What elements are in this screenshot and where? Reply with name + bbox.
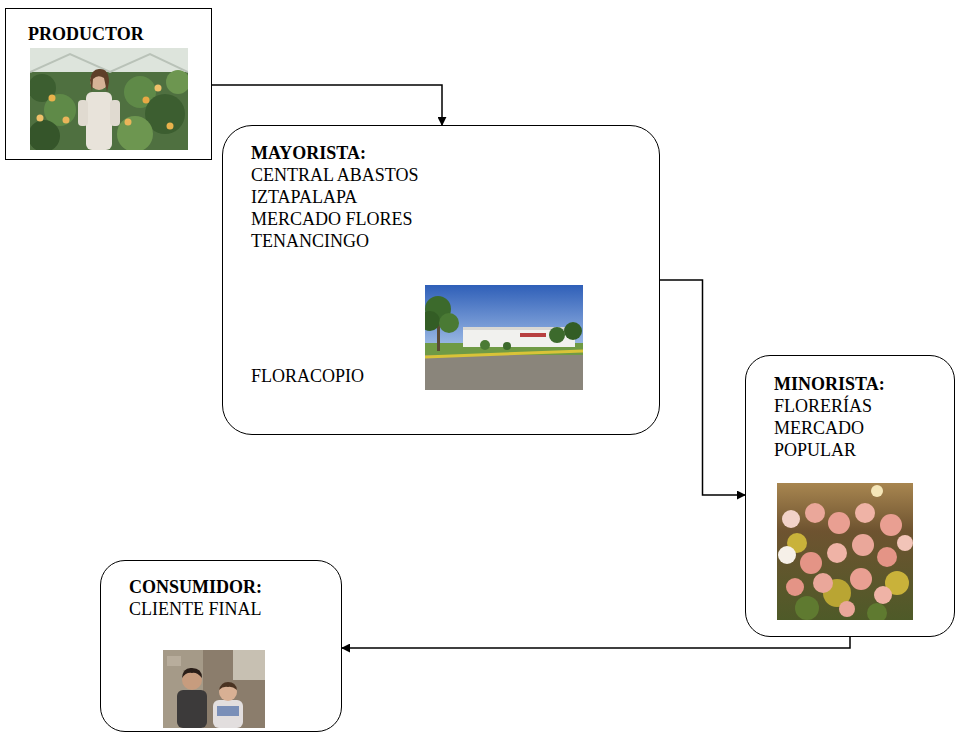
flow-arrow — [660, 280, 745, 495]
node-text: MERCADO FLORES TENANCINGO — [251, 208, 451, 252]
photo-shape — [233, 650, 265, 680]
customer-photo — [163, 650, 265, 728]
photo-shape — [182, 668, 202, 678]
node-heading: CONSUMIDOR: — [129, 576, 341, 598]
photo-shape — [219, 682, 237, 690]
flow-arrow — [212, 85, 442, 125]
photo-shape — [425, 355, 583, 390]
photo-shape — [90, 69, 109, 92]
photo-shape — [880, 514, 902, 536]
photo-shape — [167, 656, 181, 666]
node-heading: MAYORISTA: — [251, 142, 659, 164]
photo-shape — [63, 117, 70, 124]
node-text: FLORACOPIO — [251, 365, 659, 387]
photo-shape — [143, 97, 150, 104]
photo-shape — [155, 85, 162, 92]
node-text: CENTRAL ABASTOS IZTAPALAPA — [251, 164, 451, 208]
node-text: CLIENTE FINAL — [129, 598, 341, 620]
photo-shape — [78, 100, 88, 126]
photo-shape — [871, 485, 883, 497]
wholesaler-box: MAYORISTA:CENTRAL ABASTOS IZTAPALAPAMERC… — [222, 125, 660, 435]
photo-shape — [805, 503, 825, 523]
photo-shape — [828, 512, 850, 534]
photo-shape — [167, 123, 174, 130]
node-heading: PRODUCTOR — [28, 23, 211, 45]
photo-shape — [800, 552, 822, 574]
photo-shape — [30, 120, 60, 150]
photo-shape — [839, 601, 855, 617]
photo-shape — [782, 510, 800, 528]
photo-shape — [827, 543, 847, 563]
photo-shape — [117, 116, 153, 150]
photo-shape — [867, 603, 887, 620]
photo-shape — [425, 351, 583, 357]
producer-box: PRODUCTOR — [5, 8, 212, 160]
photo-shape — [177, 690, 207, 728]
photo-shape — [213, 700, 243, 728]
photo-shape — [30, 54, 188, 72]
photo-shape — [425, 311, 440, 331]
retailer-box: MINORISTA:FLORERÍAS MERCADO POPULAR — [745, 355, 955, 637]
photo-shape — [850, 568, 872, 590]
photo-shape — [503, 342, 511, 350]
photo-shape — [855, 503, 875, 523]
photo-shape — [549, 327, 565, 343]
photo-shape — [30, 74, 56, 102]
photo-shape — [852, 534, 874, 556]
photo-shape — [49, 95, 56, 102]
photo-shape — [37, 115, 44, 122]
photo-shape — [163, 650, 265, 728]
market-photo — [425, 285, 583, 390]
node-text: FLORERÍAS MERCADO POPULAR — [774, 395, 899, 461]
node-heading: MINORISTA: — [774, 373, 954, 395]
consumer-box: CONSUMIDOR:CLIENTE FINAL — [100, 560, 342, 732]
photo-shape — [219, 683, 237, 701]
photo-shape — [778, 546, 796, 564]
producer-photo — [30, 48, 188, 150]
photo-shape — [520, 333, 546, 337]
photo-shape — [777, 483, 913, 620]
photo-shape — [86, 92, 112, 150]
photo-shape — [217, 706, 239, 716]
photo-shape — [897, 535, 913, 551]
photo-shape — [110, 100, 120, 126]
photo-shape — [874, 586, 892, 604]
roses-photo — [777, 483, 913, 620]
flow-arrow — [342, 637, 850, 648]
photo-shape — [439, 313, 459, 333]
photo-shape — [166, 70, 188, 94]
photo-shape — [877, 547, 897, 567]
photo-shape — [564, 322, 582, 340]
photo-shape — [125, 119, 132, 126]
photo-shape — [795, 596, 819, 620]
photo-shape — [480, 340, 490, 350]
photo-shape — [813, 573, 833, 593]
photo-shape — [786, 578, 804, 596]
photo-shape — [30, 48, 188, 72]
